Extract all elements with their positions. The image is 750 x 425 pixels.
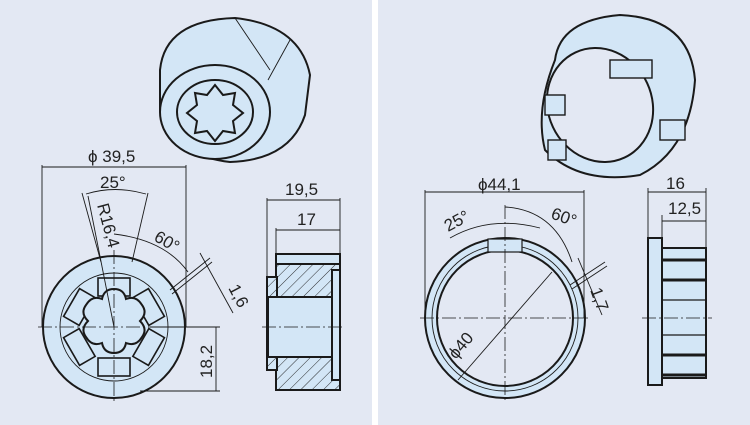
dim-length-body: 12,5 [668,199,701,218]
ring-adapter-drawing: ϕ44,1 25° 60° 1,7 ϕ40 16 12,5 [420,13,712,400]
ring-side-view [642,188,712,386]
adapter-front-view [38,165,234,402]
dim-slot-angle: 25° [100,173,126,192]
dim-length-body: 17 [297,210,316,229]
octagonal-adapter-drawing: ϕ 39,5 25° R16,4 60° 1,6 18,2 19,5 17 [38,16,345,402]
dim-length-total: 19,5 [285,180,318,199]
dim-diameter: ϕ44,1 [478,175,521,194]
dim-spacing-angle: 60° [549,204,580,231]
dim-diameter: ϕ 39,5 [88,147,135,166]
adapter-side-section [262,198,345,391]
ring-3d-view [540,13,697,179]
dim-slot-angle: 25° [441,207,473,236]
dim-spacing-angle: 60° [151,227,183,256]
dim-height: 18,2 [197,345,216,378]
left-drawing-panel: ϕ 39,5 25° R16,4 60° 1,6 18,2 19,5 17 [0,0,372,425]
dim-slot-width: 1,6 [224,281,252,311]
dim-length-total: 16 [666,174,685,193]
right-drawing-panel: ϕ44,1 25° 60° 1,7 ϕ40 16 12,5 [378,0,750,425]
dim-slot-width: 1,7 [586,285,612,314]
adapter-3d-view [159,16,312,164]
ring-front-view [420,190,608,400]
